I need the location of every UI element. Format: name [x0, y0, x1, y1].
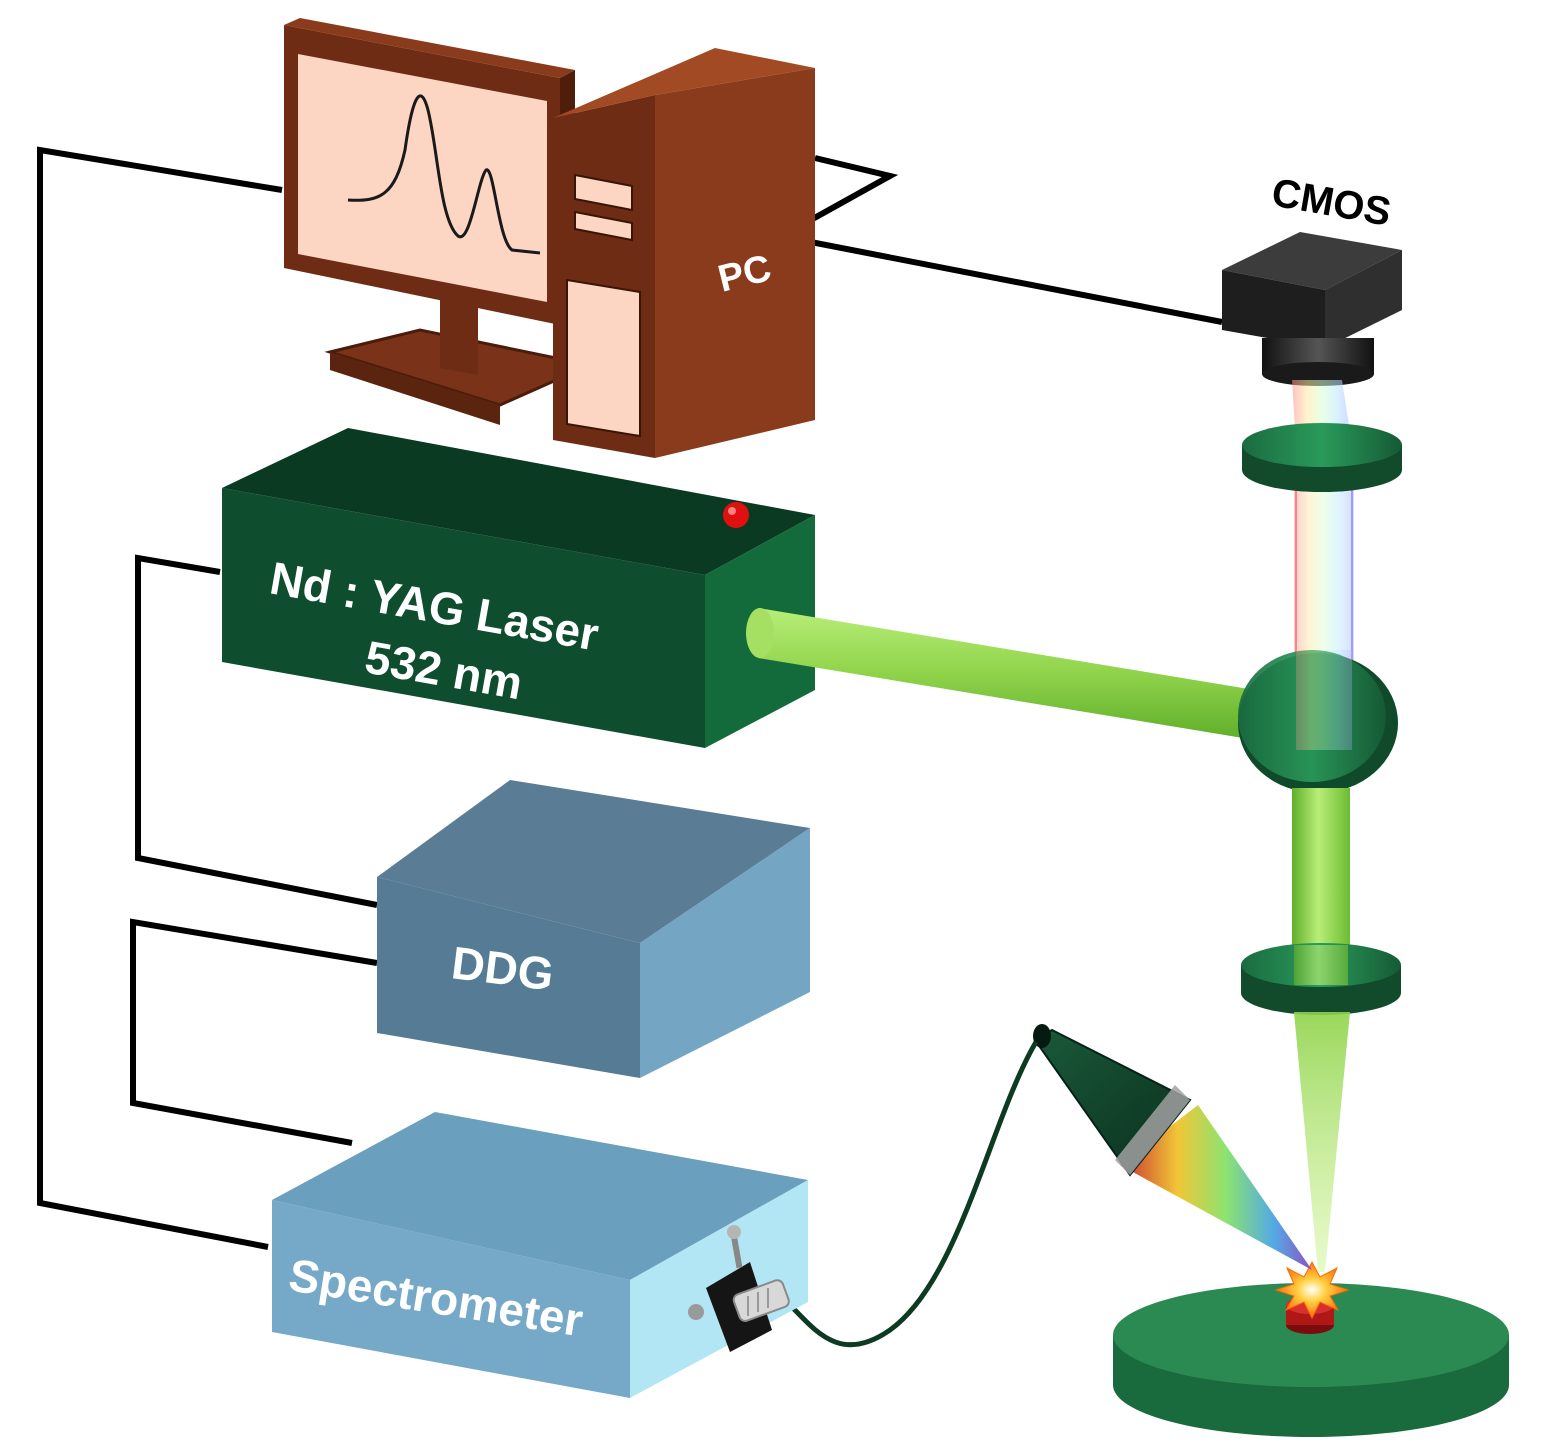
collected-light-cone	[1120, 1105, 1312, 1270]
drive-bay-2	[574, 210, 633, 242]
drive-bay-1	[574, 173, 633, 212]
fiber-port-icon	[688, 1225, 790, 1352]
laser-indicator-light	[723, 502, 749, 528]
pc-tower-side	[655, 68, 815, 458]
laser-beam-vertical	[1292, 788, 1350, 968]
focusing-lens-top	[1242, 423, 1402, 492]
plasma-spark-icon	[1274, 1260, 1350, 1320]
cable-pc-cmos	[784, 155, 1223, 325]
optical-fiber	[788, 1040, 1039, 1348]
monitor-neck	[440, 300, 478, 375]
spectrometer: Spectrometer	[272, 1112, 808, 1398]
focusing-lens-bottom	[1241, 943, 1401, 1015]
computer: PC	[284, 18, 815, 458]
focused-laser-cone	[1294, 1012, 1350, 1272]
spectrometer-body-front	[272, 1200, 630, 1398]
ddg-body-side	[640, 828, 810, 1078]
spectrum-trace-icon	[347, 94, 541, 255]
laser-body-front	[222, 488, 705, 748]
sample-stage	[1113, 1260, 1509, 1437]
fiber-collector	[788, 1024, 1312, 1348]
cable-ddg-spectrometer	[130, 918, 378, 1146]
ddg-body-front	[377, 877, 640, 1078]
cmos-label: CMOS	[1268, 171, 1394, 235]
dichroic-mirror	[1238, 650, 1398, 793]
cable-pc-spectrometer	[37, 146, 283, 1250]
cable-laser-ddg	[135, 554, 378, 908]
cmos-camera: CMOS	[1222, 171, 1402, 386]
laser: Nd : YAG Laser 532 nm	[222, 428, 815, 748]
monitor-screen	[298, 54, 547, 302]
cmos-body	[1222, 270, 1325, 348]
delay-generator: DDG	[377, 780, 810, 1078]
ddg-label: DDG	[449, 936, 557, 1000]
laser-beam-horizontal	[746, 608, 1255, 740]
drive-bay-3	[566, 278, 641, 438]
cables	[37, 146, 1223, 1250]
